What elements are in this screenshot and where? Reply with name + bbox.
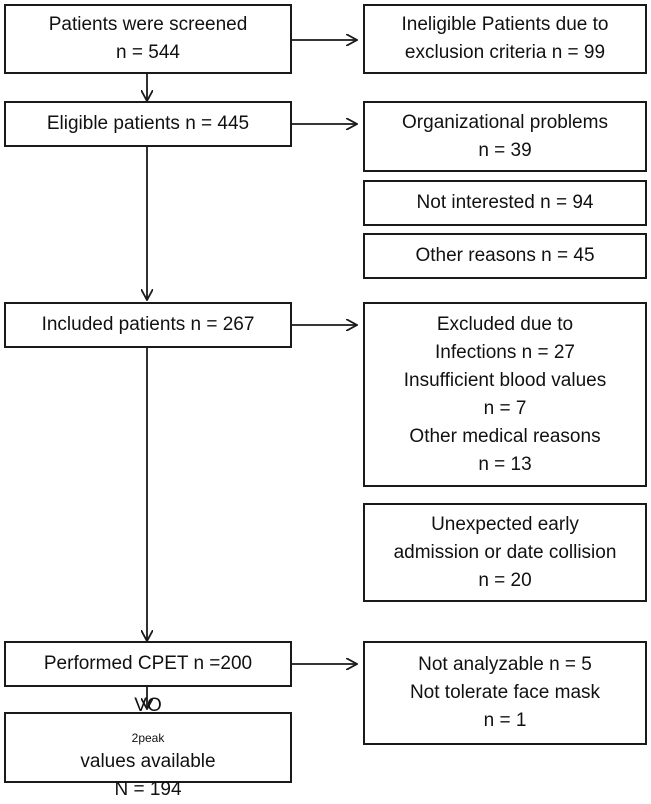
not-interested-line-1: Not interested n = 94: [416, 192, 594, 213]
excluded-line-4: n = 7: [483, 397, 527, 419]
organizational-line-1: Organizational problems: [402, 111, 608, 133]
vo2-subscript: 2peak: [131, 730, 165, 745]
box-not-interested: Not interested n = 94: [363, 180, 647, 226]
box-other-reasons: Other reasons n = 45: [363, 233, 647, 279]
vo2-suffix: values available: [80, 750, 216, 772]
box-not-analyzable: Not analyzable n = 5 Not tolerate face m…: [363, 641, 647, 745]
excluded-line-2: Infections n = 27: [435, 341, 575, 363]
box-eligible: Eligible patients n = 445: [4, 101, 292, 147]
vo2-prefix: VO: [134, 694, 162, 716]
box-performed: Performed CPET n =200: [4, 641, 292, 687]
excluded-line-1: Excluded due to: [436, 313, 574, 335]
box-screened: Patients were screened n = 544: [4, 4, 292, 74]
organizational-line-2: n = 39: [478, 139, 532, 161]
included-line-1: Included patients n = 267: [41, 314, 255, 335]
not-analyzable-line-3: n = 1: [483, 710, 527, 731]
excluded-line-3: Insufficient blood values: [403, 369, 607, 391]
excluded-line-5: Other medical reasons: [409, 425, 601, 447]
ineligible-line-2: exclusion criteria n = 99: [404, 42, 606, 63]
flowchart-arrows: [0, 0, 651, 787]
screened-line-1: Patients were screened: [48, 14, 248, 35]
excluded-line-6: n = 13: [478, 453, 532, 475]
other-reasons-line-1: Other reasons n = 45: [415, 245, 595, 266]
box-ineligible: Ineligible Patients due to exclusion cri…: [363, 4, 647, 74]
box-organizational: Organizational problems n = 39: [363, 101, 647, 172]
unexpected-line-2: admission or date collision: [393, 541, 617, 563]
not-analyzable-line-1: Not analyzable n = 5: [418, 654, 592, 675]
not-analyzable-line-2: Not tolerate face mask: [409, 682, 601, 703]
unexpected-line-1: Unexpected early: [431, 513, 579, 535]
eligible-line-1: Eligible patients n = 445: [46, 113, 250, 134]
ineligible-line-1: Ineligible Patients due to: [401, 14, 609, 35]
vo2-line-1: VO 2peak values available: [80, 692, 215, 776]
vo2-count: N = 194: [114, 778, 182, 800]
box-unexpected: Unexpected early admission or date colli…: [363, 503, 647, 602]
box-excluded: Excluded due to Infections n = 27 Insuff…: [363, 302, 647, 487]
box-vo2: VO 2peak values available N = 194: [4, 695, 292, 800]
performed-line-1: Performed CPET n =200: [43, 653, 253, 674]
screened-line-2: n = 544: [116, 42, 180, 63]
box-included: Included patients n = 267: [4, 302, 292, 348]
unexpected-line-3: n = 20: [478, 569, 532, 591]
